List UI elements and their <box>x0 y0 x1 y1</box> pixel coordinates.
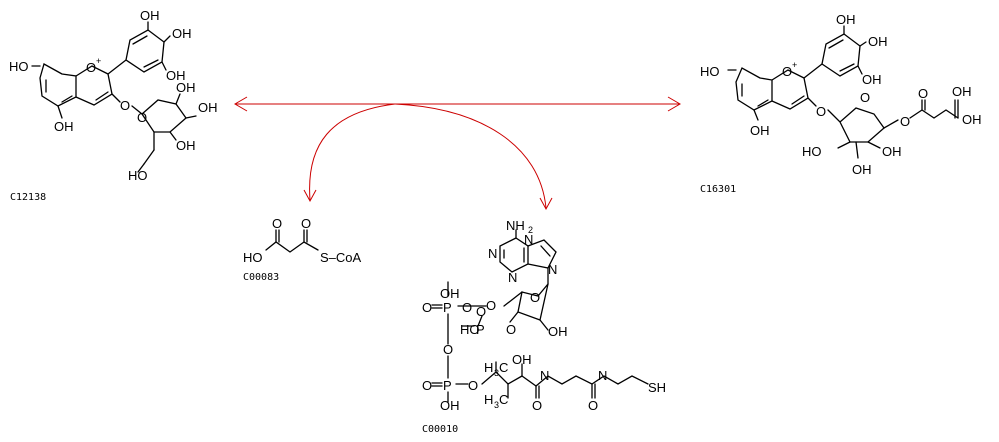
atom-label: O <box>462 300 472 315</box>
atom-label: C <box>499 360 508 375</box>
atom-label: O <box>120 98 130 113</box>
c12138-bonds <box>31 21 197 173</box>
atom-label: C <box>499 392 508 407</box>
atom-label: OH <box>868 34 888 49</box>
compound-id-c12138: C12138 <box>10 192 46 203</box>
c00083-bonds <box>265 229 319 253</box>
atom-label: HO <box>243 250 263 265</box>
atom-label: O <box>86 60 96 75</box>
c16301-atom-labels: OH OH OH HO O + OH O O HO OH OH O O OH O… <box>700 12 982 177</box>
atom-label: OH <box>852 162 872 177</box>
atom-label: O <box>422 300 432 315</box>
atom-label: HO <box>9 59 29 74</box>
atom-label: O <box>530 290 540 305</box>
atom-label: H <box>484 360 493 375</box>
atom-label: N <box>598 368 607 383</box>
compound-id-c00010: C00010 <box>422 424 458 435</box>
atom-label: O <box>443 342 453 357</box>
atom-label: O <box>486 298 496 313</box>
atom-label: OH <box>172 26 192 41</box>
structure-c00083: HO O O S–CoA C00083 <box>243 216 362 283</box>
atom-label: OH <box>962 112 982 127</box>
subscript-label: 3 <box>494 400 499 410</box>
atom-label: N <box>508 270 517 285</box>
atom-label: O <box>782 64 792 79</box>
subscript-label: 2 <box>528 225 533 235</box>
atom-label: P <box>476 322 485 337</box>
compound-id-c00083: C00083 <box>243 272 279 283</box>
subscript-label: 3 <box>494 368 499 378</box>
atom-label: OH <box>548 324 568 339</box>
atom-label: N <box>548 262 557 277</box>
atom-label: OH <box>440 398 460 413</box>
atom-label: O <box>900 114 910 129</box>
left-arrowhead <box>234 96 248 112</box>
atom-label: SH <box>648 380 666 395</box>
reaction-arrows <box>234 96 681 211</box>
atom-label: OH <box>440 286 460 301</box>
atom-label: O <box>816 104 826 119</box>
atom-label: O <box>860 90 870 105</box>
atom-label: O <box>506 322 516 337</box>
structure-c12138: OH OH OH HO O + OH O O OH OH OH HO C1213… <box>9 8 218 203</box>
atom-label: P <box>443 300 452 315</box>
cofactor-arrow-out <box>394 103 547 209</box>
atom-label: N <box>488 246 497 261</box>
atom-label: N <box>524 232 533 247</box>
atom-label: OH <box>750 123 770 138</box>
atom-label: O <box>137 110 147 125</box>
cofactor-arrow-in <box>309 103 396 201</box>
atom-label: O <box>476 304 486 319</box>
c00010-atom-labels: NH 2 N N N N O O OH O O P HO OH O P O O … <box>422 218 666 413</box>
atom-label: OH <box>862 72 882 87</box>
atom-label: O <box>272 216 282 231</box>
atom-label: O <box>301 216 311 231</box>
c00010-bonds <box>431 229 649 403</box>
atom-label: HO <box>128 168 148 183</box>
atom-label: HO <box>700 64 720 79</box>
atom-label: OH <box>176 80 196 95</box>
right-arrowhead <box>667 96 681 112</box>
atom-label: O <box>588 398 598 413</box>
atom-label: OH <box>54 119 74 134</box>
atom-label: N <box>540 368 549 383</box>
c00083-atom-labels: HO O O S–CoA <box>243 216 362 265</box>
atom-label: OH <box>836 12 856 27</box>
charge-label: + <box>96 56 101 66</box>
structure-c16301: OH OH OH HO O + OH O O HO OH OH O O OH O… <box>700 12 982 195</box>
atom-label: OH <box>512 352 532 367</box>
atom-label: O <box>422 378 432 393</box>
atom-label: OH <box>166 68 186 83</box>
atom-label: HO <box>460 322 480 337</box>
structure-c00010: NH 2 N N N N O O OH O O P HO OH O P O O … <box>422 218 666 435</box>
c16301-bonds <box>727 25 959 159</box>
c12138-atom-labels: OH OH OH HO O + OH O O OH OH OH HO <box>9 8 218 183</box>
compound-id-c16301: C16301 <box>700 184 736 195</box>
coa-label: S–CoA <box>320 250 362 265</box>
atom-label: O <box>468 378 478 393</box>
atom-label: P <box>443 378 452 393</box>
atom-label: OH <box>176 138 196 153</box>
atom-label: HO <box>802 144 822 159</box>
charge-label: + <box>792 60 797 70</box>
atom-label: O <box>918 86 928 101</box>
atom-label: OH <box>140 8 160 23</box>
atom-label: OH <box>882 144 902 159</box>
atom-label: O <box>532 398 542 413</box>
atom-label: H <box>484 392 493 407</box>
cofactor-arrowhead-in <box>303 189 317 203</box>
atom-label: OH <box>952 84 972 99</box>
atom-label: OH <box>198 100 218 115</box>
atom-label: NH <box>506 218 525 233</box>
cofactor-arrowhead-out <box>539 197 553 211</box>
